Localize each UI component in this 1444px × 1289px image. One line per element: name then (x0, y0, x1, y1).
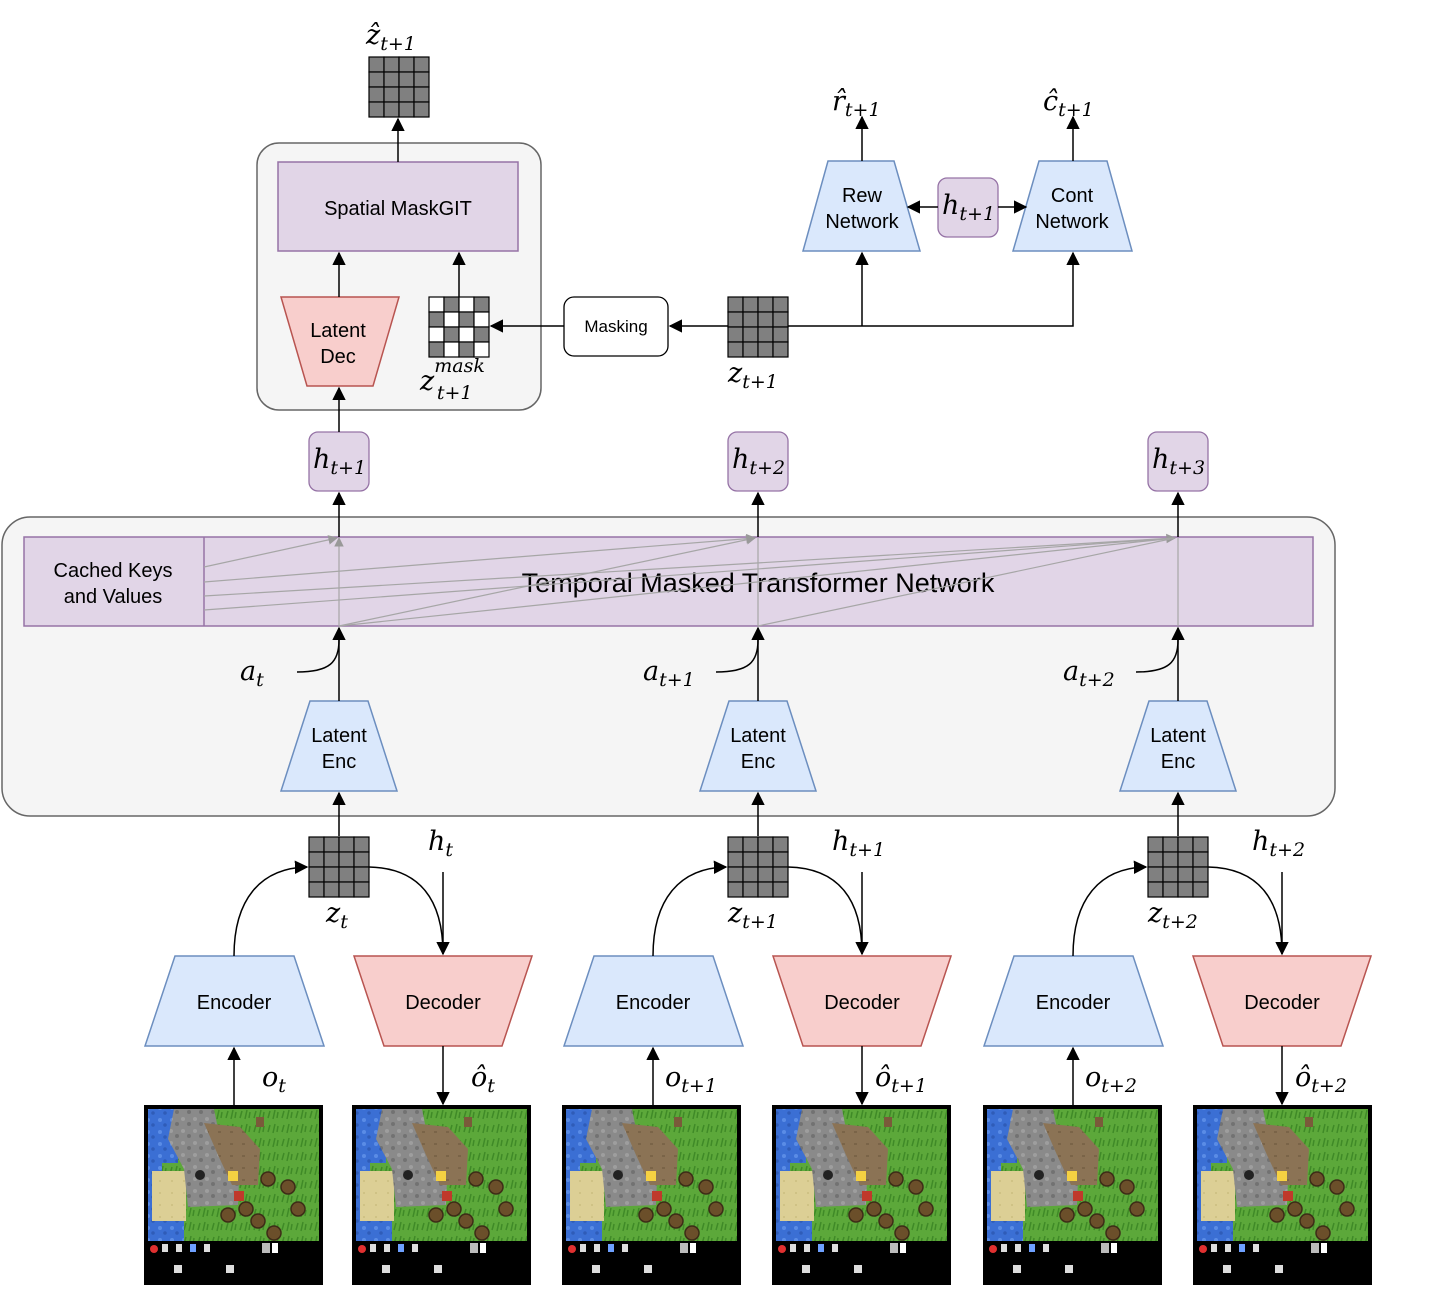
rew-network-shape (802, 160, 921, 252)
game-frame (144, 1105, 323, 1285)
arrows (227, 115, 1289, 1106)
latent-enc-2-shape (698, 700, 818, 792)
h-t1-out-label: ht+1 (313, 444, 366, 479)
c-hat-t1-label: ĉt+1 (1043, 86, 1094, 121)
encoder-3-label: Encoder (1036, 992, 1111, 1014)
h-t-in-label: ht (428, 826, 453, 861)
game-frame (983, 1105, 1162, 1285)
h-t3-out-box (1147, 431, 1209, 492)
latent-enc-1-label-2: Enc (322, 751, 356, 773)
o-t-label: ot (262, 1062, 286, 1097)
a-t-label: at (240, 656, 264, 691)
z-t1-grid-top (727, 296, 789, 358)
spatial-maskgit-box (277, 161, 519, 252)
game-frame (352, 1105, 531, 1285)
game-frame (562, 1105, 741, 1285)
r-hat-t1-label: r̂t+1 (832, 86, 881, 121)
encoder-2-label: Encoder (616, 992, 691, 1014)
latent-dec-shape (279, 296, 401, 387)
z-t2-label: zt+2 (1147, 898, 1198, 933)
o-t2-label: ot+2 (1085, 1062, 1137, 1097)
a-t1-label: at+1 (643, 656, 695, 691)
cont-network-label-1: Cont (1051, 185, 1094, 207)
cached-kv-label-2: and Values (64, 586, 163, 608)
encoder-2-shape (562, 955, 745, 1047)
z-t-grid (308, 836, 370, 898)
cont-network-label-2: Network (1035, 211, 1109, 233)
z-t2-grid (1147, 836, 1209, 898)
z-t-label: zt (325, 898, 348, 933)
decoder-2-shape (771, 955, 953, 1047)
latent-enc-3-label-1: Latent (1150, 725, 1206, 747)
encoder-3-shape (982, 955, 1165, 1047)
h-t2-out-box (727, 431, 789, 492)
encoder-1-shape (143, 955, 326, 1047)
o-t1-label: ot+1 (665, 1062, 717, 1097)
rew-network-label-1: Rew (842, 185, 883, 207)
encoder-1-label: Encoder (197, 992, 272, 1014)
cont-network-shape (1012, 160, 1133, 252)
h-t1-in-label: ht+1 (832, 826, 885, 861)
z-t1-top-label: zt+1 (727, 358, 778, 393)
h-t2-in-label: ht+2 (1252, 826, 1305, 861)
latent-enc-2-label-2: Enc (741, 751, 775, 773)
o-hat-t2-label: ôt+2 (1295, 1062, 1347, 1097)
masking-label: Masking (584, 317, 647, 336)
game-frames (144, 1105, 1372, 1285)
attention-lines (203, 533, 1179, 627)
o-hat-t1-label: ôt+1 (875, 1062, 927, 1097)
z-hat-t1-label: ẑt+1 (365, 20, 416, 55)
decoder-1-label: Decoder (405, 992, 481, 1014)
spatial-maskgit-label: Spatial MaskGIT (324, 198, 472, 220)
latent-dec-label-1: Latent (310, 320, 366, 342)
rew-network-label-2: Network (825, 211, 899, 233)
latent-enc-1-shape (279, 700, 399, 792)
h-t2-out-label: ht+2 (732, 444, 785, 479)
latent-enc-3-shape (1118, 700, 1238, 792)
transformer-box (23, 536, 1314, 627)
decoder-3-shape (1191, 955, 1373, 1047)
a-t2-label: at+2 (1063, 656, 1115, 691)
z-mask-grid (428, 296, 490, 358)
h-t3-out-label: ht+3 (1152, 444, 1205, 479)
latent-enc-2-label-1: Latent (730, 725, 786, 747)
z-t1-grid (727, 836, 789, 898)
latent-enc-1-label-1: Latent (311, 725, 367, 747)
game-frame (772, 1105, 951, 1285)
decoder-2-label: Decoder (824, 992, 900, 1014)
z-hat-grid (368, 56, 430, 118)
game-frame (1193, 1105, 1372, 1285)
decoder-1-shape (352, 955, 534, 1047)
latent-enc-3-label-2: Enc (1161, 751, 1195, 773)
latent-dec-label-2: Dec (320, 346, 356, 368)
decoder-3-label: Decoder (1244, 992, 1320, 1014)
z-t1-label: zt+1 (727, 898, 778, 933)
o-hat-t-label: ôt (471, 1062, 495, 1097)
h-t1-mid-label: ht+1 (942, 190, 995, 225)
cached-kv-label-1: Cached Keys (54, 560, 173, 582)
